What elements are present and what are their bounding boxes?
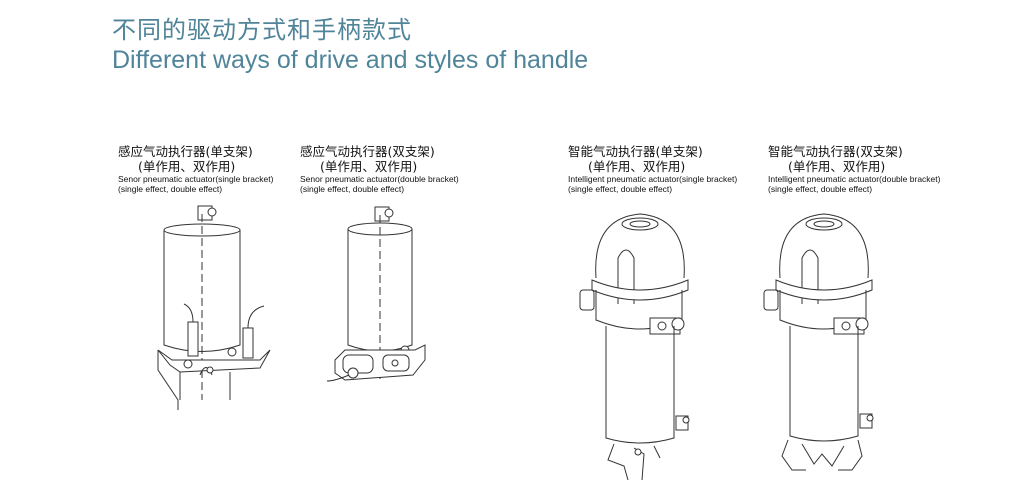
product-effect-cn: (单作用、双作用) — [788, 159, 886, 174]
product-name-cn: 智能气动执行器(单支架) — [568, 144, 703, 159]
intelligent-actuator-double-bracket-drawing — [762, 208, 892, 476]
product-name-en: Senor pneumatic actuator(double bracket) — [300, 174, 459, 184]
product-name-cn: 感应气动执行器(双支架) — [300, 144, 435, 159]
product-caption-sensor-double: 感应气动执行器(双支架) (单作用、双作用) Senor pneumatic a… — [300, 144, 459, 194]
product-caption-intelligent-single: 智能气动执行器(单支架) (单作用、双作用) Intelligent pneum… — [568, 144, 737, 194]
product-name-en: Senor pneumatic actuator(single bracket) — [118, 174, 274, 184]
sensor-actuator-single-bracket-drawing — [140, 200, 280, 410]
product-name-en: Intelligent pneumatic actuator(double br… — [768, 174, 941, 184]
product-effect-cn: (单作用、双作用) — [588, 159, 686, 174]
product-effect-en: (single effect, double effect) — [300, 184, 405, 194]
page-title-chinese: 不同的驱动方式和手柄款式 — [112, 16, 412, 44]
intelligent-actuator-single-bracket-drawing — [578, 208, 708, 480]
page-title-english: Different ways of drive and styles of ha… — [112, 46, 589, 74]
product-effect-en: (single effect, double effect) — [118, 184, 223, 194]
product-name-en: Intelligent pneumatic actuator(single br… — [568, 174, 738, 184]
product-caption-intelligent-double: 智能气动执行器(双支架) (单作用、双作用) Intelligent pneum… — [768, 144, 940, 194]
sensor-actuator-double-bracket-drawing — [325, 205, 445, 385]
product-caption-sensor-single: 感应气动执行器(单支架) (单作用、双作用) Senor pneumatic a… — [118, 144, 273, 194]
product-name-cn: 感应气动执行器(单支架) — [118, 144, 253, 159]
product-effect-cn: (单作用、双作用) — [138, 159, 236, 174]
product-effect-en: (single effect, double effect) — [568, 184, 673, 194]
product-effect-cn: (单作用、双作用) — [320, 159, 418, 174]
product-effect-en: (single effect, double effect) — [768, 184, 873, 194]
product-name-cn: 智能气动执行器(双支架) — [768, 144, 903, 159]
